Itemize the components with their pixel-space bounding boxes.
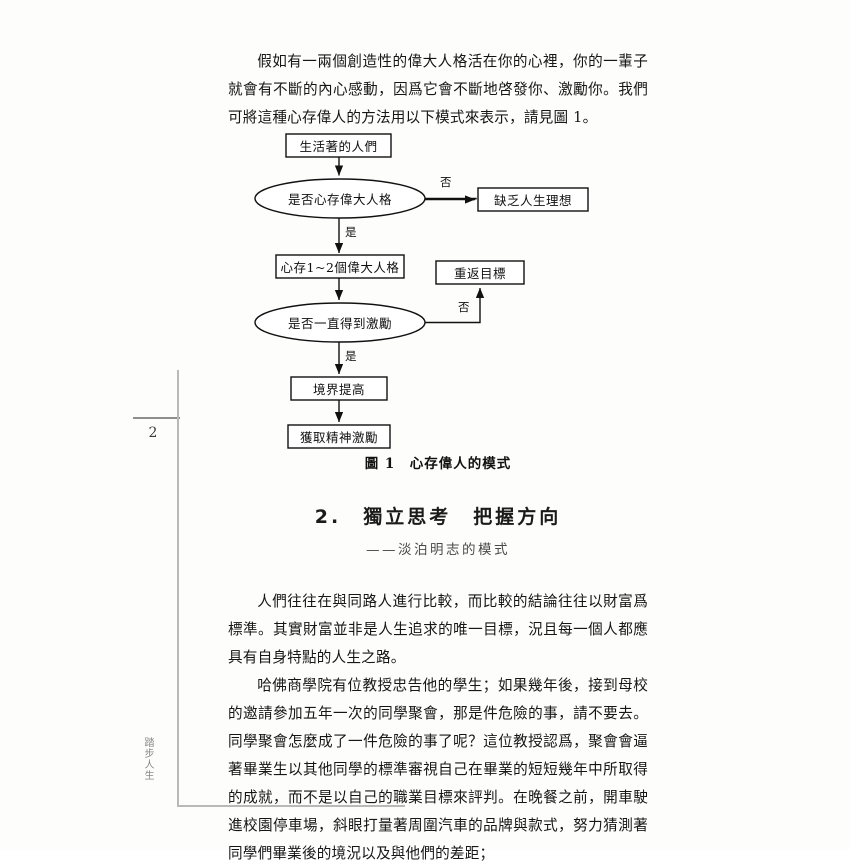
edge-decision1-to-no-result1 [425,197,477,200]
flow-node-no-result2: 重返目標 [453,266,506,281]
flow-node-end: 獲取精神激勵 [299,430,378,445]
flow-node-process2: 境界提高 [312,382,365,397]
body-paragraph-block: 人們往往在與同路人進行比較，而比較的結論往往以財富爲標準。其實財富並非是人生追求… [228,588,648,868]
figure-caption: 圖 1 心存偉人的模式 [364,456,512,472]
margin-rule-bottom [177,805,405,807]
paragraph-compare: 人們往往在與同路人進行比較，而比較的結論往往以財富爲標準。其實財富並非是人生追求… [228,593,648,666]
edge-decision2-to-no-result2 [425,287,485,324]
paragraph-intro: 假如有一兩個創造性的偉大人格活在你的心裡，你的一輩子就會有不斷的內心感動，因爲它… [228,53,648,126]
flow-node-process1: 心存1~2個偉大人格 [280,260,400,275]
page-canvas: 2 踏步人生 假如有一兩個創造性的偉大人格活在你的心裡，你的一輩子就會有不斷的內… [133,48,648,862]
intro-paragraph-block: 假如有一兩個創造性的偉大人格活在你的心裡，你的一輩子就會有不斷的內心感動，因爲它… [228,48,648,132]
running-head-vertical: 踏步人生 [142,737,153,781]
flow-node-start: 生活著的人們 [299,139,378,154]
edge-label-yes-2: 是 [345,349,357,363]
edge-label-no-2: 否 [458,300,470,314]
section-heading: 2. 獨立思考 把握方向 [314,506,562,528]
flow-node-decision1: 是否心存偉大人格 [287,192,392,207]
edge-label-yes-1: 是 [345,225,357,239]
page-number: 2 [148,425,158,441]
margin-rule-vertical [177,370,179,807]
section-subheading: ——淡泊明志的模式 [366,542,510,558]
flow-node-decision2: 是否一直得到激勵 [287,316,392,331]
paragraph-harvard: 哈佛商學院有位教授忠告他的學生；如果幾年後，接到母校的邀請參加五年一次的同學聚會… [228,677,648,862]
margin-rule-horizontal [133,417,180,419]
flow-node-no-result1: 缺乏人生理想 [493,193,572,208]
edge-label-no-1: 否 [440,175,452,189]
